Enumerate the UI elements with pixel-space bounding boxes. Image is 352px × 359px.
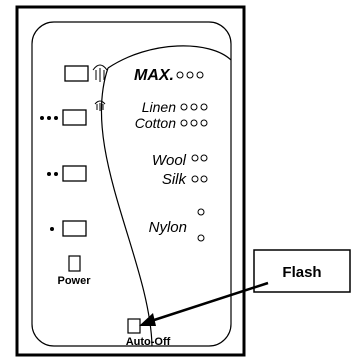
dots-cotton [180, 119, 208, 127]
panel-top-curve [107, 45, 232, 69]
callout-arrow-line [147, 281, 269, 324]
temperature-button-1[interactable] [62, 220, 87, 237]
steam-icon-small [94, 100, 106, 111]
dots-max [176, 71, 204, 79]
fabric-label-nylon: Nylon [149, 219, 187, 236]
auto-off-label: Auto-Off [126, 336, 171, 348]
temperature-dots-2 [47, 172, 58, 176]
temperature-dots-3 [40, 116, 58, 120]
temperature-button-3[interactable] [62, 109, 87, 126]
fabric-label-cotton: Cotton [135, 115, 176, 131]
temperature-button-max[interactable] [64, 65, 89, 82]
dots-wool [191, 154, 208, 162]
callout-box [253, 249, 351, 293]
temperature-dots-1 [50, 227, 54, 231]
dots-linen [180, 103, 208, 111]
fabric-label-linen: Linen [142, 99, 176, 115]
temperature-button-2[interactable] [62, 165, 87, 182]
dots-silk [191, 175, 208, 183]
power-label: Power [57, 275, 91, 287]
steam-icon-large [92, 64, 108, 82]
power-button[interactable] [68, 255, 81, 272]
auto-off-indicator [127, 318, 141, 334]
fabric-label-silk: Silk [162, 171, 188, 188]
panel-face [31, 21, 232, 347]
callout-arrow-head [139, 313, 156, 326]
dots-nylon [197, 208, 205, 242]
fabric-label-max: MAX. [134, 67, 174, 84]
callout-label: Flash [282, 264, 321, 281]
fabric-label-wool: Wool [152, 152, 187, 169]
